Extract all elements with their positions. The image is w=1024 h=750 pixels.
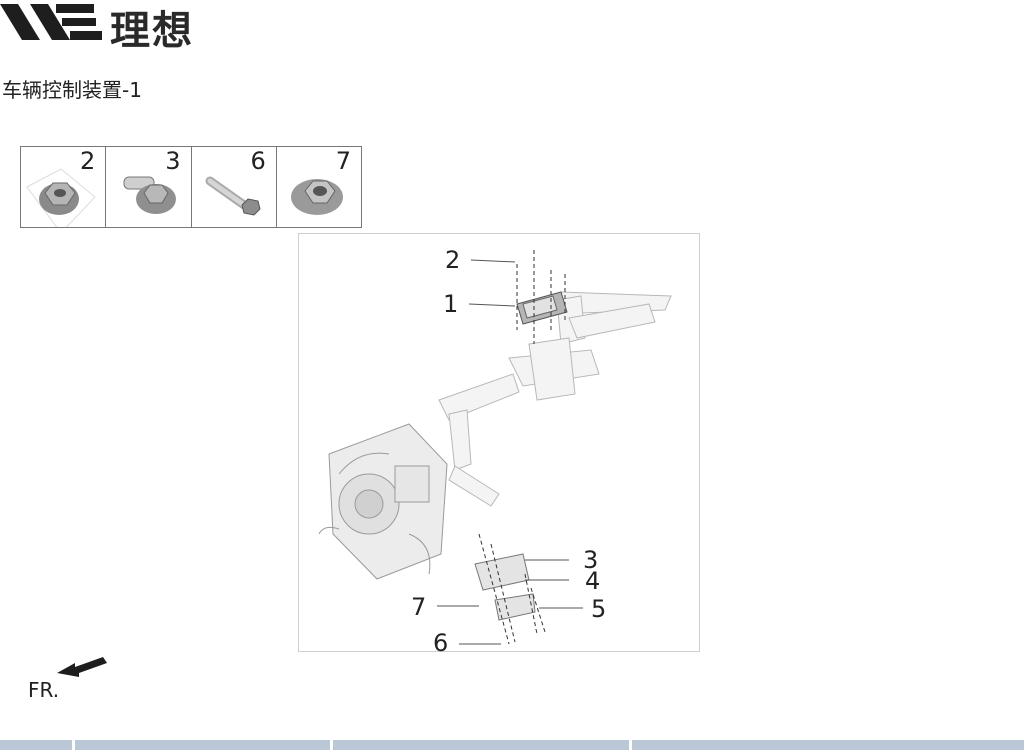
page-title: 车辆控制装置-1	[2, 78, 142, 102]
callout-6: 6	[433, 629, 449, 657]
part-number: 3	[165, 147, 181, 175]
li-auto-logo-icon	[0, 4, 102, 40]
footer-cell	[75, 740, 330, 750]
part-cell-7[interactable]: 7	[277, 147, 361, 227]
callout-7: 7	[411, 593, 427, 621]
stud-bolt-icon	[123, 176, 177, 214]
callout-2: 2	[445, 246, 461, 274]
front-label: FR.	[28, 678, 60, 702]
part-number: 6	[250, 147, 266, 175]
part-number: 2	[79, 147, 96, 175]
brand-logo: 理想	[0, 0, 220, 54]
footer-cell	[333, 740, 629, 750]
hex-bolt-icon	[205, 176, 261, 216]
callout-5: 5	[591, 595, 607, 623]
brand-name: 理想	[110, 8, 194, 54]
footer-bar	[0, 740, 1024, 750]
part-cell-3[interactable]: 3	[106, 147, 192, 227]
callout-1: 1	[443, 290, 459, 318]
collar-nut-icon	[290, 179, 343, 215]
callout-3: 3	[583, 546, 599, 574]
callout-4: 4	[585, 567, 601, 595]
vehicle-control-unit-illustration	[318, 250, 672, 645]
flange-nut-icon	[26, 168, 96, 227]
front-arrow-icon	[57, 657, 107, 677]
footer-cell	[0, 740, 72, 750]
parts-strip: 2 3 6 7	[20, 146, 362, 228]
exploded-diagram: 2 1 3 4 7 5 6	[298, 233, 700, 657]
part-cell-6[interactable]: 6	[192, 147, 277, 227]
part-number: 7	[335, 147, 351, 175]
part-cell-2[interactable]: 2	[21, 147, 107, 227]
footer-cell	[632, 740, 1024, 750]
